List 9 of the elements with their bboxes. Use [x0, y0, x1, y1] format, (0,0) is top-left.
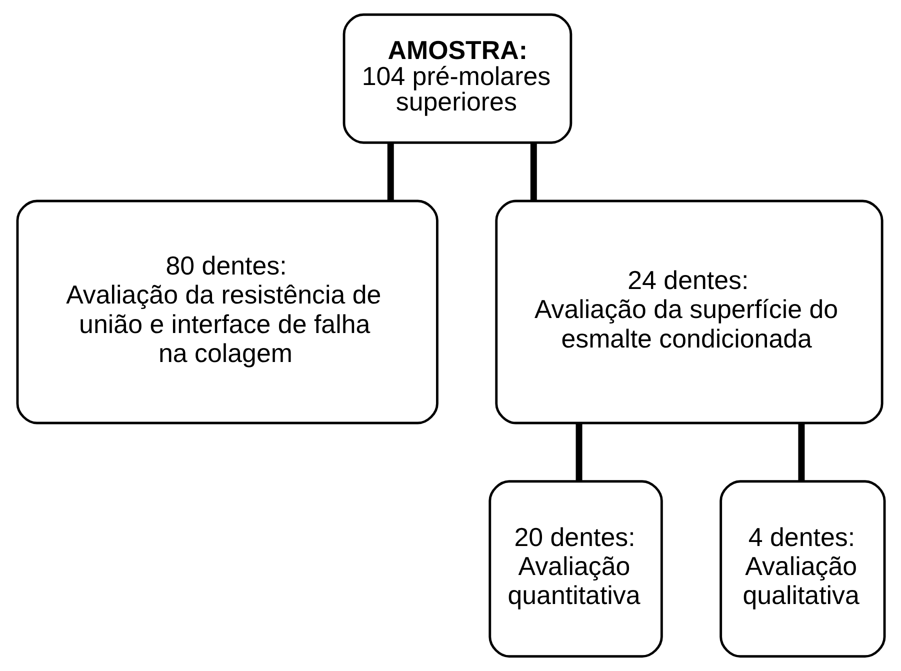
node-box: 24 dentes: Avaliação da superfície do esmalte condicionada	[494, 200, 883, 424]
node-box: 4 dentes: Avaliação qualitativa	[719, 480, 886, 658]
connector	[530, 143, 536, 201]
node-box: 20 dentes: Avaliação quantitativa	[488, 480, 662, 658]
connector	[386, 143, 394, 201]
node-box: AMOSTRA: 104 pré-molares superiores	[342, 13, 572, 144]
connector	[575, 423, 582, 481]
node-box: 80 dentes: Avaliação da resistência de união e interface de falha na colagem	[16, 200, 438, 424]
connector	[798, 423, 804, 481]
